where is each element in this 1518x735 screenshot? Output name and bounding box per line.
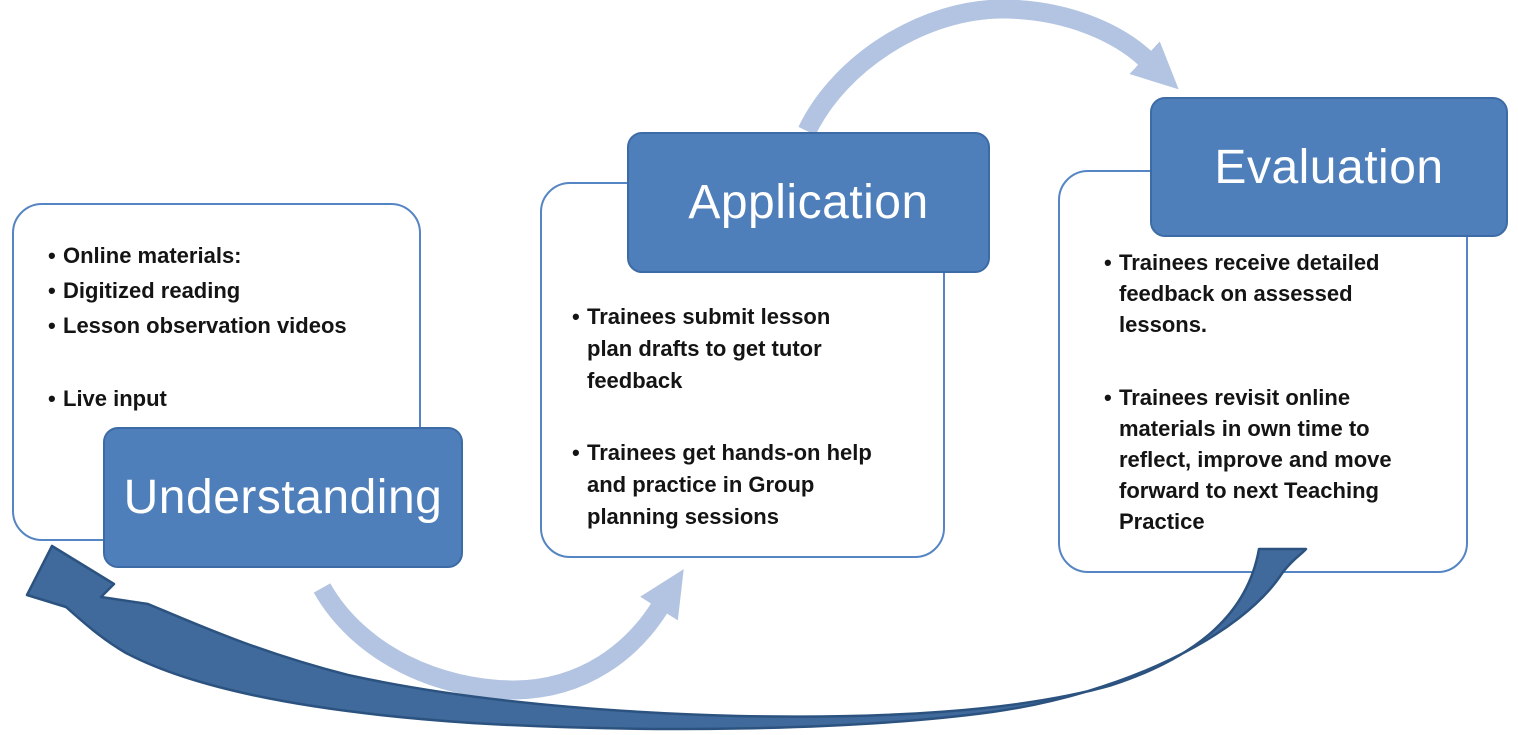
arrow-evaluation-to-understanding <box>25 544 1308 731</box>
bullet-text: Trainees receive detailed feedback on as… <box>1119 250 1380 337</box>
bullet-icon: • <box>572 304 580 329</box>
bullet-text: Digitized reading <box>63 278 241 303</box>
bullet-text: Trainees get hands-on help and practice … <box>587 440 872 529</box>
list-item: • Digitized reading <box>48 273 403 308</box>
application-label-box: Application <box>627 132 990 273</box>
arrow-understanding-to-application <box>313 569 684 700</box>
bullet-text: Live input <box>63 386 167 411</box>
list-item: • Online materials: <box>48 238 403 273</box>
arrow-application-to-evaluation <box>798 0 1179 136</box>
bullet-text: Trainees revisit online materials in own… <box>1119 385 1392 534</box>
bullet-text: Trainees submit lesson plan drafts to ge… <box>587 304 831 393</box>
stage-title: Understanding <box>123 471 443 524</box>
list-item: • Lesson observation videos <box>48 308 403 343</box>
bullet-icon: • <box>48 313 56 338</box>
understanding-label-box: Understanding <box>103 427 463 568</box>
bullet-text: Lesson observation videos <box>63 313 347 338</box>
bullet-icon: • <box>1104 250 1112 275</box>
bullet-icon: • <box>48 386 56 411</box>
stage-title: Evaluation <box>1214 140 1444 194</box>
list-item: • Trainees submit lesson plan drafts to … <box>572 301 933 397</box>
bullet-icon: • <box>1104 385 1112 410</box>
evaluation-panel: • Trainees receive detailed feedback on … <box>1058 170 1468 573</box>
bullet-icon: • <box>572 440 580 465</box>
list-item: • Live input <box>48 381 403 416</box>
list-item: • Trainees get hands-on help and practic… <box>572 437 933 533</box>
evaluation-label-box: Evaluation <box>1150 97 1508 237</box>
stage-title: Application <box>688 176 929 229</box>
list-item: • Trainees revisit online materials in o… <box>1104 382 1458 537</box>
bullet-text: Online materials: <box>63 243 242 268</box>
bullet-icon: • <box>48 243 56 268</box>
bullet-icon: • <box>48 278 56 303</box>
list-item: • Trainees receive detailed feedback on … <box>1104 247 1458 340</box>
